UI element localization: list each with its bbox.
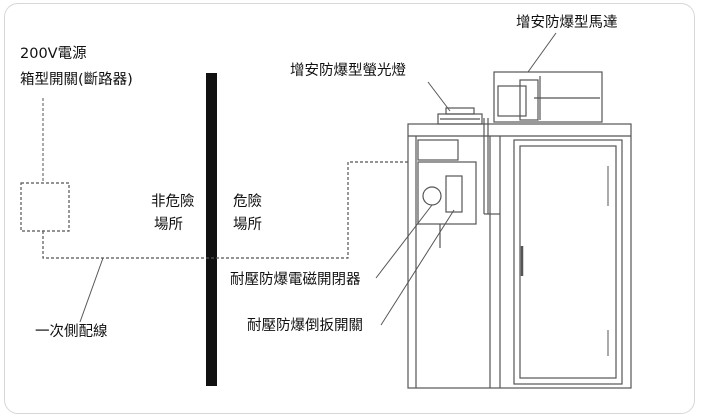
conduit bbox=[483, 118, 500, 215]
lamp-leader bbox=[427, 81, 451, 112]
contactor-leader bbox=[375, 204, 433, 279]
diagram-frame bbox=[4, 3, 695, 414]
label-power-source: 200V電源 bbox=[20, 46, 87, 62]
ex-motor bbox=[493, 71, 603, 123]
label-flameproof-switch: 耐壓防爆倒扳開關 bbox=[247, 318, 363, 334]
label-flameproof-contactor: 耐壓防爆電磁開閉器 bbox=[230, 272, 361, 288]
breaker-box bbox=[20, 182, 70, 232]
switch-leader bbox=[380, 209, 455, 326]
label-primary-wiring: 一次側配線 bbox=[35, 324, 108, 340]
label-ex-motor: 增安防爆型馬達 bbox=[516, 15, 618, 31]
label-non-hazard-1: 非危險 bbox=[151, 194, 195, 210]
ex-fluorescent-lamp bbox=[437, 107, 483, 125]
primary-wiring-path bbox=[42, 161, 410, 259]
motor-leader bbox=[527, 32, 557, 73]
control-panel bbox=[417, 139, 477, 248]
label-hazard-2: 場所 bbox=[233, 217, 262, 233]
equipment-cabinet bbox=[407, 123, 632, 389]
label-non-hazard-2: 場所 bbox=[154, 217, 183, 233]
primary-wiring-leader bbox=[79, 257, 104, 323]
label-ex-fluorescent: 增安防爆型螢光燈 bbox=[290, 63, 406, 79]
label-breaker-box: 箱型開關(斷路器) bbox=[20, 72, 133, 88]
label-hazard-1: 危險 bbox=[233, 194, 262, 210]
boundary-wall bbox=[206, 73, 217, 386]
